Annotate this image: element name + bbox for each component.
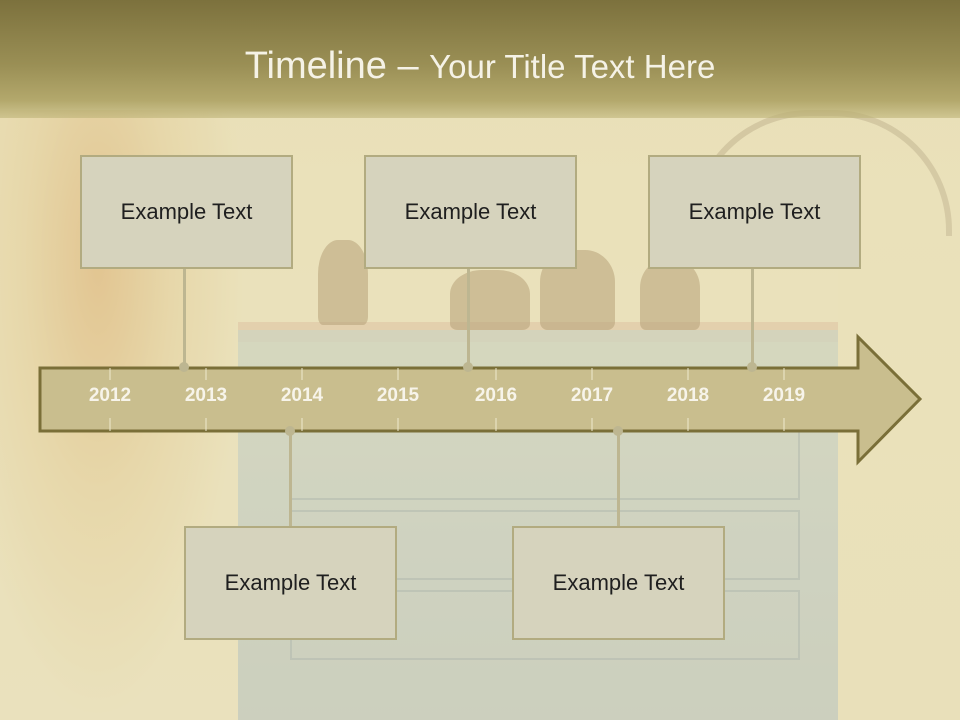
connector-dot [179,362,189,372]
connector-dot [463,362,473,372]
event-box-bottom-2[interactable]: Example Text [512,526,725,640]
slide-title: Timeline – Your Title Text Here [0,42,960,91]
connector-line [751,268,754,367]
connector-line [467,268,470,367]
event-box-bottom-1[interactable]: Example Text [184,526,397,640]
year-ticks [109,368,785,431]
background-lamp [640,260,700,330]
title-sub: Your Title Text Here [429,48,716,85]
year-label: 2012 [88,385,132,406]
connector-dot [285,426,295,436]
connector-line [183,268,186,367]
year-label: 2017 [570,385,614,406]
event-box-top-2[interactable]: Example Text [364,155,577,269]
event-box-top-1[interactable]: Example Text [80,155,293,269]
timeline-arrow-shape [38,333,923,466]
connector-line [617,431,620,527]
year-label: 2015 [376,385,420,406]
event-text: Example Text [224,570,357,595]
event-box-top-3[interactable]: Example Text [648,155,861,269]
connector-line [289,431,292,527]
year-label: 2013 [184,385,228,406]
connector-dot [747,362,757,372]
background-lamp [450,270,530,330]
year-label: 2014 [280,385,324,406]
event-text: Example Text [404,199,537,224]
title-main: Timeline [244,45,387,87]
event-text: Example Text [552,570,685,595]
year-label: 2018 [666,385,710,406]
background-lamp [318,240,368,325]
year-label: 2019 [762,385,806,406]
event-text: Example Text [688,199,821,224]
year-label: 2016 [474,385,518,406]
event-text: Example Text [120,199,253,224]
title-dash: – [386,45,430,87]
title-band [0,0,960,118]
connector-dot [613,426,623,436]
